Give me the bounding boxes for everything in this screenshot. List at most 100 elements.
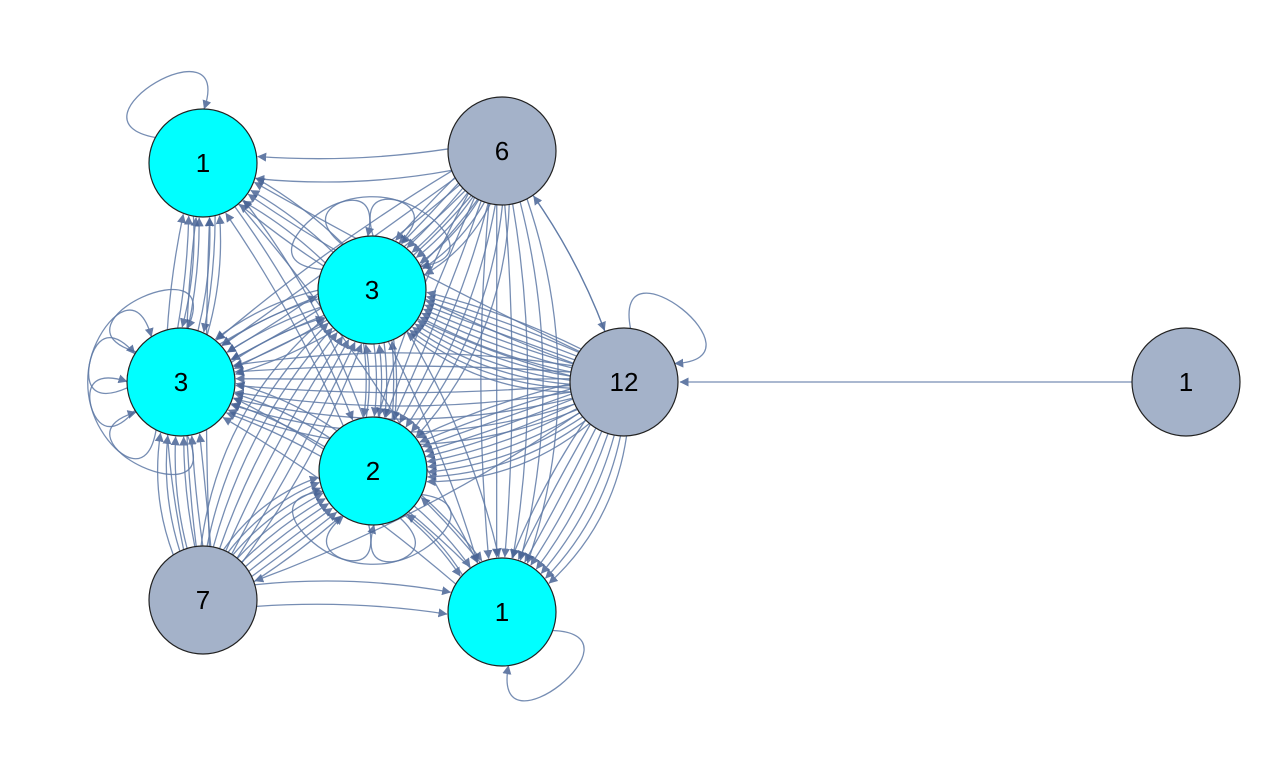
node-g-hub[interactable]: 12 bbox=[569, 327, 679, 437]
node-label: 7 bbox=[196, 585, 210, 615]
edge-loop-c-center-top bbox=[369, 198, 451, 270]
edge-g-bottom-left-to-c-center-bottom bbox=[236, 492, 324, 559]
edge-g-bottom-left-to-c-center-bottom bbox=[253, 515, 342, 583]
edge-g-hub-to-c-center-bottom bbox=[426, 407, 578, 465]
edge-c-center-bottom-to-c-left bbox=[234, 391, 331, 439]
edge-g-hub-to-c-bottom bbox=[510, 419, 587, 559]
edge-g-hub-to-c-bottom bbox=[540, 434, 615, 574]
edge-g-hub-to-c-left bbox=[234, 365, 571, 376]
edge-loop-c-center-top bbox=[291, 199, 375, 271]
edge-g-top-to-c-bottom bbox=[501, 204, 513, 558]
edge-g-bottom-left-to-c-center-bottom bbox=[222, 475, 319, 551]
edge-g-hub-to-c-bottom bbox=[535, 433, 609, 570]
edge-c-center-top-to-c-left bbox=[233, 322, 330, 370]
node-label: 1 bbox=[196, 148, 210, 178]
edge-g-top-to-c-center-top bbox=[419, 199, 480, 264]
edge-g-bottom-left-to-c-bottom bbox=[254, 580, 452, 596]
edge-c-left-to-c-center-top bbox=[230, 315, 325, 363]
node-label: 3 bbox=[365, 275, 379, 305]
node-g-far-right[interactable]: 1 bbox=[1131, 327, 1241, 437]
edge-c-center-bottom-to-c-bottom bbox=[420, 494, 483, 562]
edge-g-hub-to-c-center-top bbox=[406, 332, 571, 393]
edge-c-left-to-c-center-top bbox=[219, 295, 318, 345]
node-c-center-bottom[interactable]: 2 bbox=[318, 416, 428, 526]
edge-g-hub-to-g-bottom-left bbox=[254, 412, 580, 583]
edge-g-hub-to-c-center-top bbox=[426, 294, 580, 354]
edge-g-top-to-c-center-top bbox=[411, 192, 469, 253]
node-g-top[interactable]: 6 bbox=[447, 96, 557, 206]
edge-g-bottom-left-to-c-left bbox=[179, 436, 196, 547]
edge-g-hub-to-c-bottom bbox=[530, 430, 603, 566]
edge-g-top-to-c-center-top bbox=[422, 201, 486, 270]
edge-c-bottom-to-c-center-bottom bbox=[406, 513, 464, 576]
edge-loop-c-left bbox=[87, 337, 136, 428]
node-label: 1 bbox=[1179, 367, 1193, 397]
node-g-bottom-left[interactable]: 7 bbox=[148, 545, 258, 655]
edge-g-hub-to-c-left bbox=[232, 352, 573, 369]
edge-loop-c-left bbox=[89, 374, 157, 460]
edge-g-top-to-c-center-top bbox=[415, 196, 474, 259]
edge-g-top-to-c-center-bottom bbox=[392, 200, 482, 421]
edge-g-top-to-c-bottom bbox=[509, 203, 529, 559]
edge-g-hub-to-c-center-top bbox=[419, 316, 572, 373]
edge-c-left-to-c-top bbox=[177, 215, 194, 329]
node-label: 2 bbox=[366, 456, 380, 486]
node-c-left[interactable]: 3 bbox=[126, 327, 236, 437]
edge-c-center-top-to-c-center-bottom bbox=[381, 342, 391, 418]
edge-c-center-bottom-to-c-center-top bbox=[375, 344, 385, 418]
node-label: 6 bbox=[495, 136, 509, 166]
edge-g-top-to-c-left bbox=[216, 170, 453, 341]
edge-c-center-top-to-c-bottom bbox=[406, 330, 502, 558]
edge-loop-c-center-top bbox=[324, 196, 416, 246]
edge-c-center-bottom-to-c-left bbox=[235, 381, 338, 432]
edge-g-hub-to-c-left bbox=[235, 381, 571, 394]
node-label: 1 bbox=[495, 597, 509, 627]
node-c-bottom[interactable]: 1 bbox=[447, 557, 557, 667]
node-c-center-top[interactable]: 3 bbox=[317, 235, 427, 345]
edge-c-center-bottom-to-c-bottom bbox=[413, 505, 471, 568]
edge-loop-c-top bbox=[126, 70, 212, 139]
edge-c-center-bottom-to-c-center-top bbox=[362, 344, 372, 418]
edge-g-top-to-g-hub bbox=[532, 194, 606, 331]
nodes-layer: 1 3 3 2 1 6 bbox=[126, 96, 1241, 667]
edge-g-hub-to-c-bottom bbox=[548, 435, 628, 584]
edge-g-hub-to-c-center-bottom bbox=[427, 412, 581, 471]
edge-c-left-to-c-top bbox=[187, 217, 204, 329]
edge-g-top-to-c-top bbox=[255, 169, 452, 184]
edge-g-top-to-c-bottom bbox=[525, 198, 559, 564]
edge-g-bottom-left-to-c-center-top bbox=[231, 339, 350, 555]
edge-g-top-to-c-bottom bbox=[518, 201, 544, 561]
edge-g-bottom-left-to-c-left bbox=[170, 436, 188, 549]
edge-g-top-to-c-center-bottom bbox=[399, 203, 489, 424]
edge-c-top-to-c-left bbox=[201, 215, 216, 333]
edge-g-top-to-c-bottom bbox=[480, 203, 493, 560]
edge-c-center-top-to-c-top bbox=[255, 177, 344, 245]
edge-g-bottom-left-to-c-center-top bbox=[206, 322, 329, 547]
edge-g-hub-to-g-top bbox=[533, 195, 606, 332]
edge-g-top-to-c-center-bottom bbox=[410, 204, 504, 433]
edge-c-top-to-c-center-bottom bbox=[234, 206, 354, 421]
edge-c-top-to-c-left bbox=[180, 216, 195, 328]
edge-g-hub-to-c-center-top bbox=[425, 299, 577, 357]
edge-g-bottom-left-to-c-left bbox=[154, 432, 174, 556]
edge-g-hub-to-c-bottom bbox=[517, 423, 591, 560]
node-label: 12 bbox=[610, 367, 639, 397]
edge-loop-c-bottom bbox=[502, 629, 585, 702]
edge-c-center-top-to-c-bottom bbox=[387, 341, 480, 564]
edge-g-bottom-left-to-c-bottom bbox=[256, 603, 448, 618]
edge-c-center-top-to-c-top bbox=[242, 200, 326, 264]
edge-g-hub-to-c-bottom bbox=[544, 435, 622, 579]
edge-g-bottom-left-to-c-center-top bbox=[236, 341, 356, 559]
node-c-top[interactable]: 1 bbox=[148, 108, 258, 218]
edge-c-center-bottom-to-c-top bbox=[225, 212, 344, 427]
edge-g-top-to-c-center-bottom bbox=[405, 204, 497, 428]
edge-c-center-bottom-to-c-center-top bbox=[388, 340, 398, 421]
edge-c-center-top-to-c-top bbox=[250, 189, 334, 253]
edge-loop-c-left bbox=[109, 410, 195, 475]
edge-loop-c-center-bottom bbox=[292, 487, 372, 562]
edge-g-hub-to-c-center-bottom bbox=[427, 416, 584, 476]
edge-g-hub-to-c-center-top bbox=[417, 320, 571, 377]
edge-c-center-bottom-to-c-left bbox=[226, 411, 322, 458]
edge-g-bottom-left-to-c-center-bottom bbox=[251, 511, 338, 578]
